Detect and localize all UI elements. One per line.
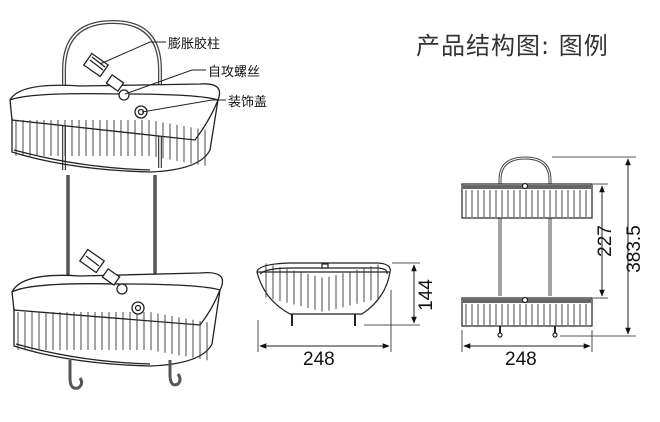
page-title: 产品结构图: 图例 xyxy=(416,32,609,60)
dim-label-tier-spacing: 227 xyxy=(594,225,616,257)
right-hook xyxy=(168,360,182,387)
lower-basket xyxy=(11,271,224,367)
side-view xyxy=(256,262,420,352)
leader-screw xyxy=(124,69,206,95)
dim-label-total-height: 383.5 xyxy=(623,225,645,273)
upper-basket xyxy=(9,83,221,173)
front-view xyxy=(461,156,636,352)
callout-expansion-tube: 膨胀胶柱 xyxy=(168,37,221,52)
dim-label-side-width: 248 xyxy=(303,349,335,370)
callout-decorative-cap: 装饰盖 xyxy=(228,95,268,110)
dim-label-front-width: 248 xyxy=(505,349,537,370)
dim-label-side-height: 144 xyxy=(415,279,437,311)
callout-self-tapping-screw: 自攻螺丝 xyxy=(208,65,261,80)
upper-fastener xyxy=(82,52,148,119)
leader-cap xyxy=(141,99,226,113)
perspective-view xyxy=(9,19,226,390)
left-hook xyxy=(68,360,84,390)
lower-fastener xyxy=(78,248,145,315)
leader-expansion-tube xyxy=(99,41,166,65)
